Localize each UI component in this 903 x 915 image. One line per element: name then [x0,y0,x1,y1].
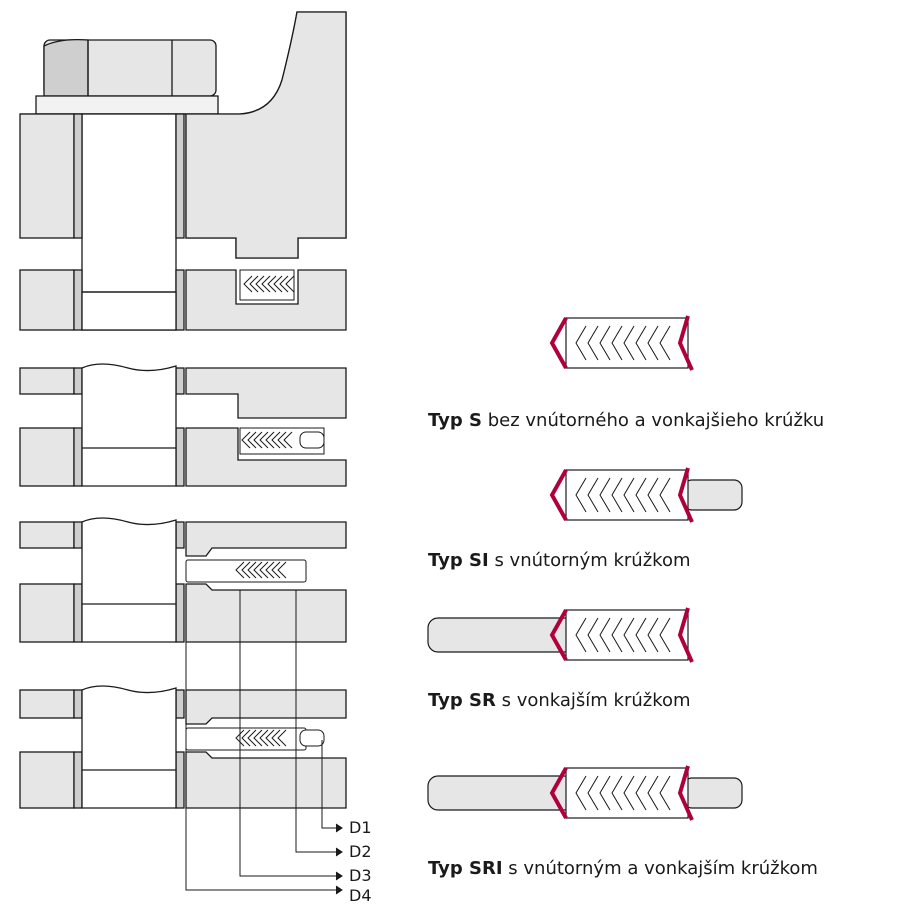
caption-description: s vnútorným a vonkajším krúžkom [508,858,818,879]
gasket-assembly-four [185,727,325,751]
caption-code: Typ SR [428,690,496,711]
gasket-profile-sr [427,607,694,663]
washer [35,95,219,115]
caption-code: Typ SI [428,550,489,571]
lower-flange [19,269,75,331]
gasket-assembly-three [185,559,307,583]
caption-typ-s: Typ S bez vnútorného a vonkajšieho krúžk… [428,410,824,432]
assembly-two [19,363,347,487]
caption-code: Typ SRI [428,858,503,879]
caption-description: bez vnútorného a vonkajšieho krúžku [487,410,825,431]
gasket-profile-s [549,315,694,371]
dimension-label-d4: D4 [349,886,372,905]
assembly-full-bolted [19,11,347,331]
caption-typ-sri: Typ SRI s vnútorným a vonkajším krúžkom [428,858,818,880]
caption-description: s vonkajším krúžkom [501,690,691,711]
gasket-in-groove [239,269,295,301]
gasket-profile-si [549,467,743,523]
dimension-leaders [185,590,343,895]
dimension-label-d2: D2 [349,842,372,861]
dimension-label-d3: D3 [349,866,372,885]
assembly-three [19,517,347,643]
assembly-four [19,685,347,809]
caption-typ-sr: Typ SR s vonkajším krúžkom [428,690,691,712]
caption-description: s vnútorným krúžkom [494,550,691,571]
gasket-profile-sri [427,765,743,821]
dimension-label-d1: D1 [349,818,372,837]
gasket-assembly-two [239,427,325,455]
caption-code: Typ S [428,410,482,431]
caption-typ-si: Typ SI s vnútorným krúžkom [428,550,691,572]
